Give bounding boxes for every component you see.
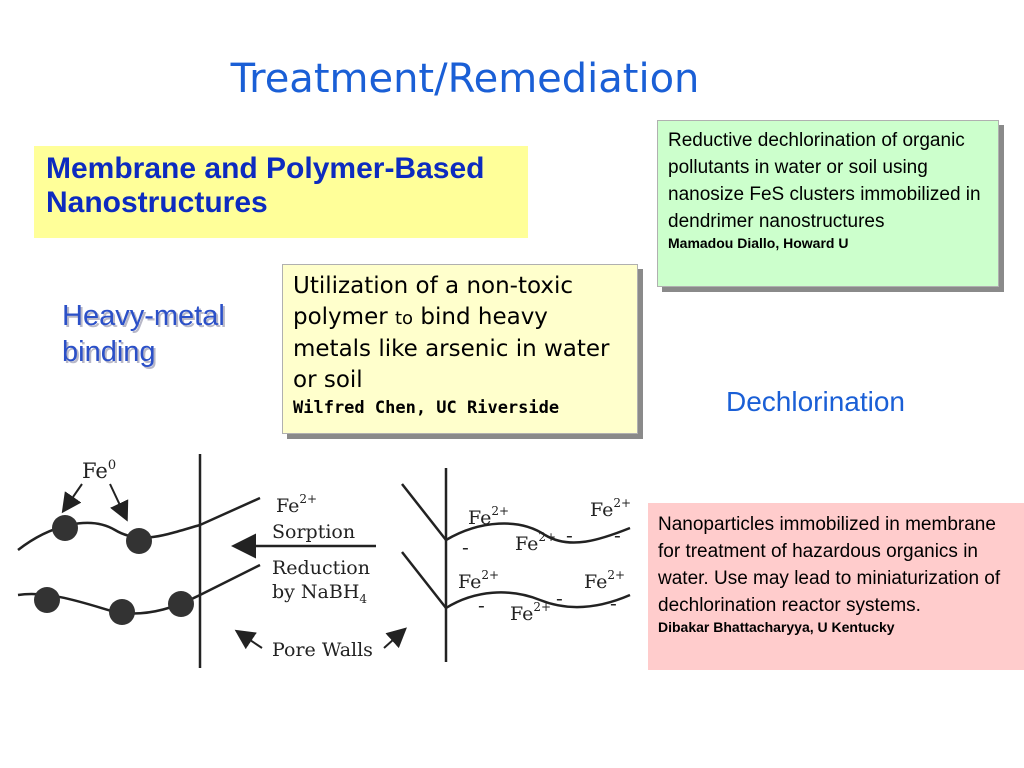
arsenic-description: Utilization of a non-toxic polymer to bi… [293,271,627,396]
nanoparticle [52,515,78,541]
membrane-nanoparticle-author: Dibakar Bhattacharyya, U Kentucky [658,619,895,635]
nanoparticle [34,587,60,613]
arsenic-author: Wilfred Chen, UC Riverside [293,398,560,418]
negative-charge: - [478,593,485,617]
fe2-ion-label: Fe2+ [590,496,631,521]
pore-walls-label: Pore Walls [272,639,373,661]
fe0-arrow-right [109,483,129,522]
membrane-nanoparticle-box: Nanoparticles immobilized in membrane fo… [648,503,1024,670]
nanoparticle [168,591,194,617]
fe0-label: Fe0 [82,458,116,483]
fe2-ion-label: Fe2+ [458,568,499,593]
negative-charge: - [556,586,563,610]
fe2-sorption-label: Fe2+ [276,492,317,517]
dendrimer-box: Reductive dechlorination of organic poll… [657,120,999,287]
fe2-ion-label: Fe2+ [515,530,556,555]
membrane-heading-box: Membrane and Polymer-Based Nanostructure… [34,146,528,238]
fe2-ion-label: Fe2+ [584,568,625,593]
pore-walls-arrow-left [234,629,263,650]
negative-charge: - [610,591,617,615]
membrane-nanoparticle-description: Nanoparticles immobilized in membrane fo… [658,514,1001,616]
nanoparticle [109,599,135,625]
arsenic-text-part1: Utilization of a non-toxic polymer [293,273,573,330]
fe2-ion-label: Fe2+ [468,504,509,529]
by-nabh4-label: by NaBH4 [272,581,367,606]
right-pore-wall-upper [401,483,631,544]
right-pore-wall-lower [401,551,631,610]
negative-charge: - [462,535,469,559]
pore-walls-arrow-right [383,627,407,649]
nanoparticle [126,528,152,554]
slide-title: Treatment/Remediation [230,56,700,102]
dendrimer-description: Reductive dechlorination of organic poll… [668,130,981,232]
dechlorination-label: Dechlorination [726,386,905,417]
negative-charge: - [566,523,573,547]
reduction-label: Reduction [272,557,370,579]
dendrimer-author: Mamadou Diallo, Howard U [668,235,849,251]
heavy-metal-label: Heavy-metal binding [62,300,225,368]
arsenic-text-to: to [395,308,414,329]
left-pore-wall-upper [17,496,261,551]
fe2-ion-label: Fe2+ [510,600,551,625]
arsenic-text-part2: bind heavy metals like arsenic in water … [293,304,610,393]
pore-diagram: Fe0 Fe2+ Sorption Reduction by NaBH4 Por… [17,454,631,668]
arsenic-polymer-box: Utilization of a non-toxic polymer to bi… [282,264,638,434]
negative-charge: - [614,523,621,547]
membrane-heading: Membrane and Polymer-Based Nanostructure… [46,152,485,219]
fe0-arrow-left [61,483,83,514]
sorption-label: Sorption [272,521,355,543]
